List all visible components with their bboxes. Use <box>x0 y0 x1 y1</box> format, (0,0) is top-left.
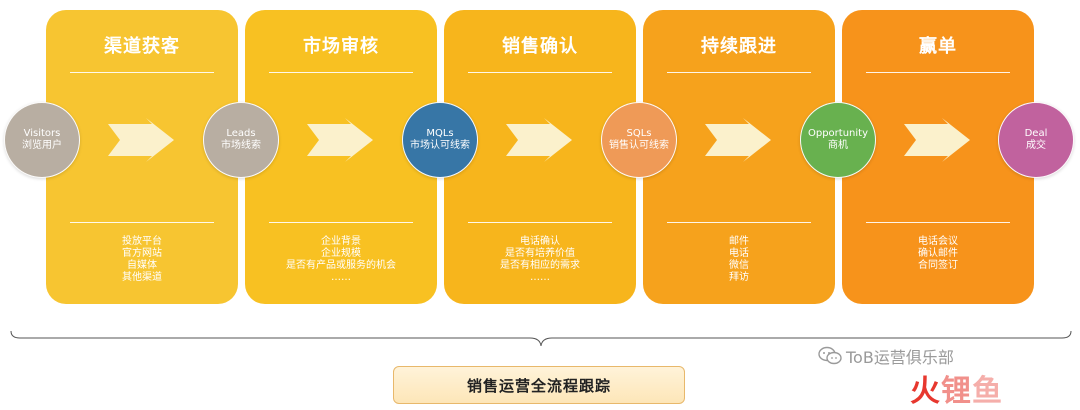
node-sublabel: 销售认可线索 <box>609 140 669 151</box>
watermark-text: ToB运营俱乐部 <box>846 348 954 367</box>
flow-arrow-icon <box>108 118 174 162</box>
stage-title: 赢单 <box>919 36 957 57</box>
node-label: Opportunity <box>807 128 868 139</box>
divider <box>866 222 1010 223</box>
detail-item: 确认邮件 <box>918 248 958 259</box>
logo-char: 锂 <box>941 374 972 409</box>
flow-arrow-icon <box>705 118 771 162</box>
node-sublabel: 成交 <box>1026 140 1046 151</box>
divider <box>269 222 413 223</box>
detail-item: 拜访 <box>729 272 749 283</box>
flow-arrow-icon <box>904 118 970 162</box>
node-deal: Deal 成交 <box>998 102 1074 178</box>
stage-details: 企业背景 企业规模 是否有产品或服务的机会 …… <box>245 236 437 284</box>
stage-title: 渠道获客 <box>104 36 180 57</box>
stage-details: 投放平台 官方网站 自媒体 其他渠道 <box>46 236 238 284</box>
divider <box>269 72 413 73</box>
detail-item: 官方网站 <box>122 248 162 259</box>
detail-item: 是否有产品或服务的机会 <box>286 260 396 271</box>
detail-item: …… <box>530 272 550 283</box>
node-leads: Leads 市场线索 <box>203 102 279 178</box>
detail-item: 合同签订 <box>918 260 958 271</box>
detail-item: 自媒体 <box>127 260 157 271</box>
wechat-icon <box>818 346 842 365</box>
divider <box>70 222 214 223</box>
detail-item: 电话会议 <box>918 236 958 247</box>
divider <box>667 222 811 223</box>
node-label: SQLs <box>626 128 652 139</box>
stage-market-review: 市场审核 企业背景 企业规模 是否有产品或服务的机会 …… <box>245 10 437 304</box>
logo-char: 火 <box>910 374 941 409</box>
logo-char: 鱼 <box>972 374 1003 409</box>
stage-sales-confirmation: 销售确认 电话确认 是否有培养价值 是否有相应的需求 …… <box>444 10 636 304</box>
flow-arrow-icon <box>506 118 572 162</box>
node-opportunity: Opportunity 商机 <box>800 102 876 178</box>
divider <box>468 222 612 223</box>
bracket <box>10 330 1072 347</box>
stage-continuous-followup: 持续跟进 邮件 电话 微信 拜访 <box>643 10 835 304</box>
node-label: Leads <box>226 128 256 139</box>
stage-title: 持续跟进 <box>701 36 777 57</box>
node-sublabel: 浏览用户 <box>22 140 62 151</box>
node-sublabel: 市场认可线索 <box>410 140 470 151</box>
node-sublabel: 商机 <box>828 140 848 151</box>
node-sublabel: 市场线索 <box>221 140 261 151</box>
divider <box>667 72 811 73</box>
divider <box>866 72 1010 73</box>
divider <box>70 72 214 73</box>
node-label: Deal <box>1024 128 1048 139</box>
summary-label: 销售运营全流程跟踪 <box>393 366 685 404</box>
node-mqls: MQLs 市场认可线索 <box>402 102 478 178</box>
node-sqls: SQLs 销售认可线索 <box>601 102 677 178</box>
detail-item: 是否有培养价值 <box>505 248 575 259</box>
node-label: Visitors <box>23 128 61 139</box>
stage-details: 邮件 电话 微信 拜访 <box>643 236 835 284</box>
detail-item: 电话确认 <box>520 236 560 247</box>
stage-details: 电话确认 是否有培养价值 是否有相应的需求 …… <box>444 236 636 284</box>
detail-item: 电话 <box>729 248 749 259</box>
detail-item: 微信 <box>729 260 749 271</box>
node-label: MQLs <box>426 128 454 139</box>
watermark: ToB运营俱乐部 <box>818 344 954 368</box>
detail-item: 企业规模 <box>321 248 361 259</box>
stage-title: 销售确认 <box>502 36 578 57</box>
detail-item: 是否有相应的需求 <box>500 260 580 271</box>
detail-item: 投放平台 <box>122 236 162 247</box>
node-visitors: Visitors 浏览用户 <box>4 102 80 178</box>
stage-channel-acquisition: 渠道获客 投放平台 官方网站 自媒体 其他渠道 <box>46 10 238 304</box>
detail-item: 邮件 <box>729 236 749 247</box>
stage-title: 市场审核 <box>303 36 379 57</box>
stage-details: 电话会议 确认邮件 合同签订 <box>842 236 1034 272</box>
flow-arrow-icon <box>307 118 373 162</box>
detail-item: …… <box>331 272 351 283</box>
detail-item: 其他渠道 <box>122 272 162 283</box>
watermark-logo: 火锂鱼 <box>910 366 1003 410</box>
divider <box>468 72 612 73</box>
detail-item: 企业背景 <box>321 236 361 247</box>
